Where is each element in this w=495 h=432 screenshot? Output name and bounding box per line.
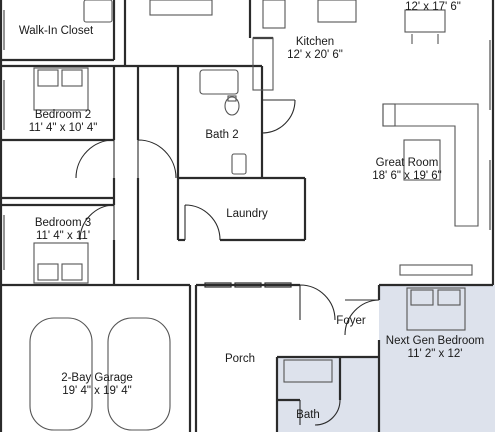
room-name: Bath 2	[205, 129, 239, 141]
room-name: Great Room	[375, 157, 439, 169]
great-room-label: Great Room 18' 6" x 19' 6"	[372, 157, 441, 183]
room-name: Laundry	[226, 208, 268, 220]
room-name: Bedroom 3	[34, 217, 92, 229]
foyer-label: Foyer	[336, 315, 365, 328]
room-name: Bath	[296, 409, 320, 421]
room-name: Porch	[224, 353, 256, 365]
bath-label: Bath	[296, 409, 320, 422]
room-name: 2-Bay Garage	[61, 372, 133, 384]
porch-slider	[204, 282, 292, 288]
bedroom-3-label: Bedroom 3 11' 4" x 11'	[35, 217, 91, 243]
next-gen-suite-highlight	[277, 285, 495, 432]
room-dimensions: 19' 4" x 19' 4"	[62, 385, 132, 397]
bedroom-2-label: Bedroom 2 11' 4" x 10' 4"	[29, 109, 98, 135]
room-dimensions: 12' x 20' 6"	[287, 49, 343, 61]
dining-dims-label: 12' x 17' 6"	[405, 1, 461, 14]
room-name: Foyer	[336, 315, 366, 327]
room-dimensions: 12' x 17' 6"	[405, 1, 461, 13]
room-name: Next Gen Bedroom	[385, 335, 485, 347]
room-dimensions: 11' 2" x 12'	[407, 348, 463, 360]
room-name: Kitchen	[295, 36, 335, 48]
fixtures	[29, 0, 479, 431]
walk-in-closet-label: Walk-In Closet	[19, 25, 93, 38]
room-name: Walk-In Closet	[18, 25, 94, 37]
kitchen-label: Kitchen 12' x 20' 6"	[287, 36, 343, 62]
porch-label: Porch	[225, 353, 255, 366]
room-dimensions: 11' 4" x 11'	[35, 230, 91, 242]
garage-label: 2-Bay Garage 19' 4" x 19' 4"	[61, 372, 133, 398]
windows	[3, 10, 491, 270]
door-swings	[75, 99, 380, 426]
next-gen-bedroom-label: Next Gen Bedroom 11' 2" x 12'	[386, 335, 484, 361]
room-name: Bedroom 2	[34, 109, 92, 121]
laundry-label: Laundry	[226, 208, 268, 221]
room-dimensions: 11' 4" x 10' 4"	[28, 122, 98, 134]
room-dimensions: 18' 6" x 19' 6"	[372, 170, 442, 182]
bath-2-label: Bath 2	[205, 129, 238, 142]
